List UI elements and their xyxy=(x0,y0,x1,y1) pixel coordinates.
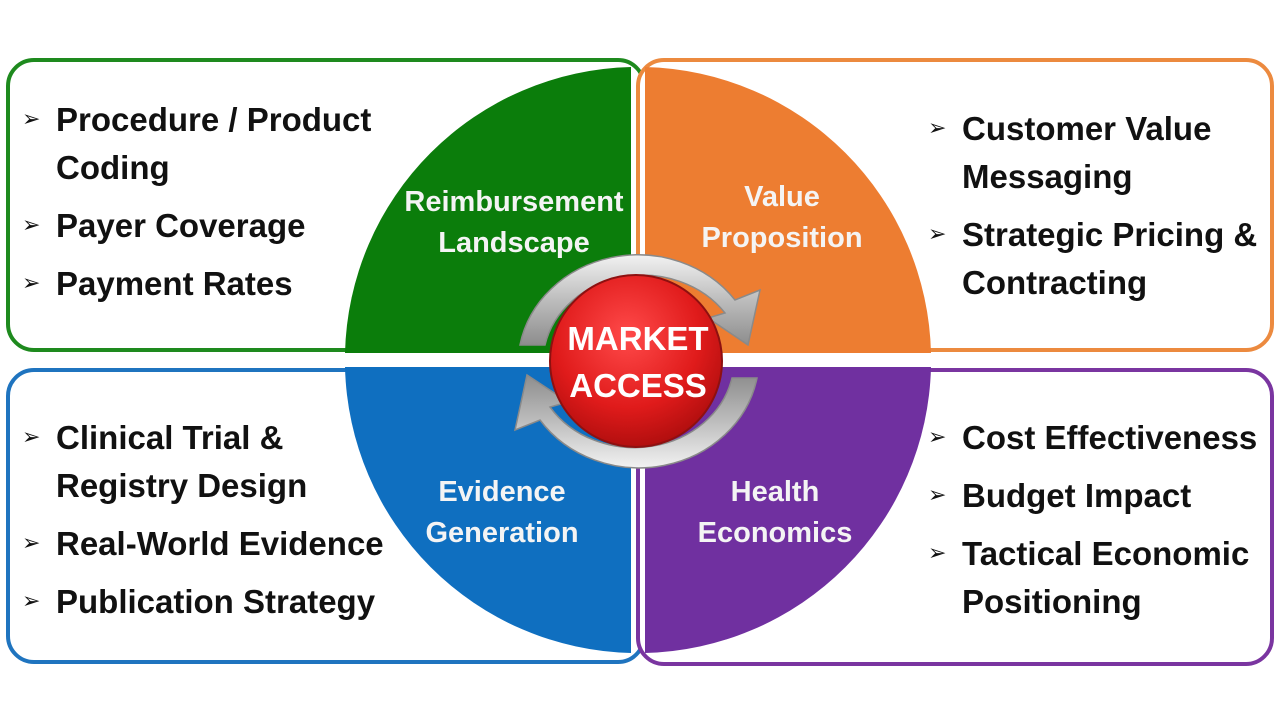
bullet-item: ➢ Strategic Pricing & Contracting xyxy=(928,211,1273,307)
evidence-generation-label-line2: Generation xyxy=(425,517,578,549)
bullet-arrow-icon: ➢ xyxy=(22,531,41,556)
bullet-arrow-icon: ➢ xyxy=(22,271,41,296)
bullet-arrow-icon: ➢ xyxy=(22,425,41,450)
bullet-item: ➢ Procedure / Product Coding xyxy=(22,96,412,192)
bullet-arrow-icon: ➢ xyxy=(928,222,947,247)
bullet-arrow-icon: ➢ xyxy=(22,589,41,614)
reimbursement-list: ➢ Procedure / Product Coding ➢ Payer Covera… xyxy=(22,96,412,318)
center-label-line1: MARKET xyxy=(567,320,708,357)
bullet-text: Customer Value Messaging xyxy=(962,110,1212,195)
value-proposition-list: ➢ Customer Value Messaging ➢ Strategic Pric… xyxy=(928,105,1273,317)
bullet-arrow-icon: ➢ xyxy=(928,116,947,141)
bullet-item: ➢ Cost Effectiveness xyxy=(928,414,1273,462)
reimbursement-label-line1: Reimbursement xyxy=(404,186,624,218)
bullet-item: ➢ Budget Impact xyxy=(928,472,1273,520)
market-access-center xyxy=(549,274,723,448)
bullet-text: Publication Strategy xyxy=(56,583,376,620)
bullet-text: Cost Effectiveness xyxy=(962,419,1258,456)
bullet-item: ➢ Customer Value Messaging xyxy=(928,105,1273,201)
bullet-item: ➢ Payment Rates xyxy=(22,260,412,308)
bullet-text: Payment Rates xyxy=(56,265,293,302)
health-economics-label-line1: Health xyxy=(731,476,820,508)
health-economics-list: ➢ Cost Effectiveness ➢ Budget Impact ➢ Tactic… xyxy=(928,414,1273,636)
bullet-arrow-icon: ➢ xyxy=(22,213,41,238)
bullet-item: ➢ Tactical Economic Positioning xyxy=(928,530,1273,626)
bullet-item: ➢ Clinical Trial & Registry Design xyxy=(22,414,412,510)
bullet-arrow-icon: ➢ xyxy=(928,483,947,508)
reimbursement-label-line2: Landscape xyxy=(438,227,590,259)
bullet-arrow-icon: ➢ xyxy=(928,541,947,566)
bullet-text: Tactical Economic Positioning xyxy=(962,535,1250,620)
value-proposition-label-line2: Proposition xyxy=(701,222,862,254)
bullet-item: ➢ Payer Coverage xyxy=(22,202,412,250)
bullet-item: ➢ Real-World Evidence xyxy=(22,520,412,568)
bullet-text: Strategic Pricing & Contracting xyxy=(962,216,1258,301)
health-economics-label-line2: Economics xyxy=(698,517,853,549)
center-label-line2: ACCESS xyxy=(569,367,707,404)
evidence-generation-label-line1: Evidence xyxy=(438,476,565,508)
bullet-arrow-icon: ➢ xyxy=(928,425,947,450)
bullet-arrow-icon: ➢ xyxy=(22,107,41,132)
bullet-text: Budget Impact xyxy=(962,477,1192,514)
bullet-text: Payer Coverage xyxy=(56,207,306,244)
bullet-item: ➢ Publication Strategy xyxy=(22,578,412,626)
bullet-text: Procedure / Product Coding xyxy=(56,101,372,186)
value-proposition-label-line1: Value xyxy=(744,181,820,213)
bullet-text: Real-World Evidence xyxy=(56,525,384,562)
bullet-text: Clinical Trial & Registry Design xyxy=(56,419,308,504)
evidence-generation-list: ➢ Clinical Trial & Registry Design ➢ Real-W… xyxy=(22,414,412,636)
